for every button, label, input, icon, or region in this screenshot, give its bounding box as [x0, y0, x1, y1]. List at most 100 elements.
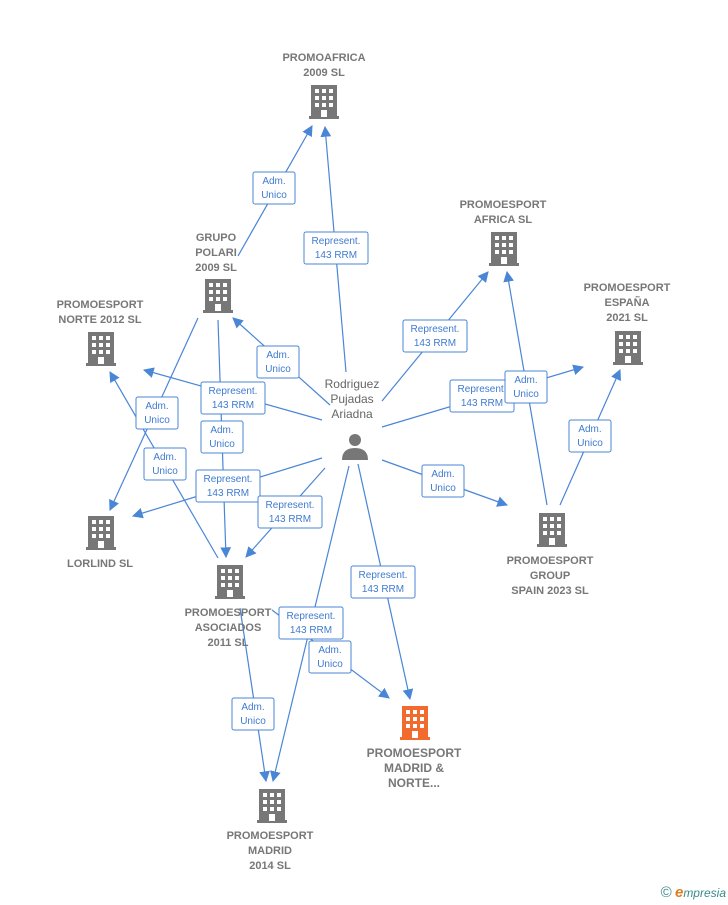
edge-label-text: Unico [430, 483, 456, 494]
company-node-promoafrica[interactable]: PROMOAFRICA 2009 SL [282, 52, 366, 119]
edge-label-text: Adm. [514, 375, 537, 386]
edge-label[interactable]: Represent.143 RRM [449, 379, 515, 413]
edge-label-text: Adm. [145, 401, 168, 412]
edge-label[interactable]: Adm.Unico [252, 171, 296, 205]
edge-label[interactable]: Represent. 143 RRM [257, 495, 323, 529]
brand-logo-letter: e [674, 884, 684, 901]
building-icon [489, 232, 519, 266]
edge-label-text: Unico [265, 364, 291, 375]
edge-promoesport-asociados-to-promoesport-madrid [239, 607, 270, 783]
company-name: NORTE 2012 SL [58, 314, 141, 326]
edge-label-text: Represent. [287, 611, 336, 622]
building-icon [215, 565, 245, 599]
edge-label-text: Unico [317, 659, 343, 670]
edge-label-text: Adm. [266, 350, 289, 361]
edge-label[interactable]: Represent.143 RRM [200, 381, 266, 415]
building-icon [537, 513, 567, 547]
edge-label[interactable]: Represent.143 RRM [303, 231, 369, 265]
company-name: PROMOAFRICA [282, 52, 365, 64]
edge-label-box [308, 640, 352, 674]
edge-label-text: Adm. [241, 702, 264, 713]
edge-label[interactable]: Adm.Unico [135, 396, 179, 430]
edge-label-text: 143 RRM [414, 338, 456, 349]
company-node-promoesport-group[interactable]: PROMOESPORT GROUP SPAIN 2023 SL [507, 513, 594, 597]
building-icon [86, 516, 116, 550]
edge-label-box [257, 495, 323, 529]
edge-label-box [231, 697, 275, 731]
edge-label[interactable]: Adm.Unico [143, 447, 187, 481]
edge-label[interactable]: Represent.143 RRM [402, 319, 468, 353]
company-name: 2009 SL [303, 67, 345, 79]
company-name: PROMOESPORT [367, 746, 462, 760]
edge-label-text: Unico [240, 716, 266, 727]
edge-label[interactable]: Adm. Unico [231, 697, 275, 731]
person-icon [342, 434, 368, 460]
brand-footer[interactable]: © empresia [661, 884, 726, 901]
company-name: LORLIND SL [67, 558, 133, 570]
brand-logo-text: mpresia [683, 886, 726, 900]
person-name: Pujadas [330, 392, 373, 406]
person-name: Rodriguez [325, 377, 380, 391]
edge-label-box [402, 319, 468, 353]
edge-label[interactable]: Adm. Unico [568, 419, 612, 453]
company-name: SPAIN 2023 SL [511, 585, 589, 597]
company-node-lorlind[interactable]: LORLIND SL [67, 516, 133, 570]
company-name: GROUP [530, 570, 570, 582]
edge-label-text: 143 RRM [461, 398, 503, 409]
edge-label-text: Unico [209, 439, 235, 450]
edge-label-text: Adm. [210, 425, 233, 436]
edge-label-box [252, 171, 296, 205]
edge-label-text: Represent. [359, 570, 408, 581]
edge-label-text: Adm. [262, 176, 285, 187]
edge-label-text: Represent. [204, 474, 253, 485]
building-icon [309, 85, 339, 119]
edge-label-box [350, 565, 416, 599]
edge-label-text: 143 RRM [212, 400, 254, 411]
edge-label-text: 143 RRM [315, 250, 357, 261]
company-name: MADRID & [384, 761, 444, 775]
edge-label-box [200, 381, 266, 415]
edge-label[interactable]: Represent.143 RRM [195, 469, 261, 503]
person-name: Ariadna [331, 407, 373, 421]
edge-label-box [504, 370, 548, 404]
edge-label-text: 143 RRM [269, 514, 311, 525]
edge-label[interactable]: Represent. 143 RRM [278, 606, 344, 640]
company-name: 2014 SL [249, 860, 291, 872]
edge-label[interactable]: Adm. Unico [308, 640, 352, 674]
company-name: ASOCIADOS [195, 622, 262, 634]
edge-label[interactable]: Adm. Unico [200, 420, 244, 454]
edge-label-box [421, 464, 465, 498]
edge-label-text: Represent. [266, 500, 315, 511]
building-icon [203, 279, 233, 313]
edge-label[interactable]: Adm. Unico [504, 370, 548, 404]
company-name: NORTE... [388, 776, 440, 790]
company-name: PROMOESPORT [507, 555, 594, 567]
edge-label[interactable]: Represent.143 RRM [350, 565, 416, 599]
edge-label-text: 143 RRM [290, 625, 332, 636]
edge-label-box [143, 447, 187, 481]
edge-label-text: Adm. [318, 645, 341, 656]
edge-label-text: Unico [513, 389, 539, 400]
company-node-promoesport-norte[interactable]: PROMOESPORT NORTE 2012 SL [57, 299, 144, 366]
edge-label-box [195, 469, 261, 503]
edge-label[interactable]: Adm.Unico [421, 464, 465, 498]
copyright-icon: © [660, 884, 672, 901]
company-name: 2009 SL [195, 262, 237, 274]
company-name: PROMOESPORT [584, 282, 671, 294]
edge-label-text: Unico [577, 438, 603, 449]
edge-label[interactable]: Adm. Unico [256, 345, 300, 379]
company-name: PROMOESPORT [460, 199, 547, 211]
company-name: PROMOESPORT [57, 299, 144, 311]
company-name: MADRID [248, 845, 292, 857]
edge-label-text: Adm. [578, 424, 601, 435]
building-icon [86, 332, 116, 366]
